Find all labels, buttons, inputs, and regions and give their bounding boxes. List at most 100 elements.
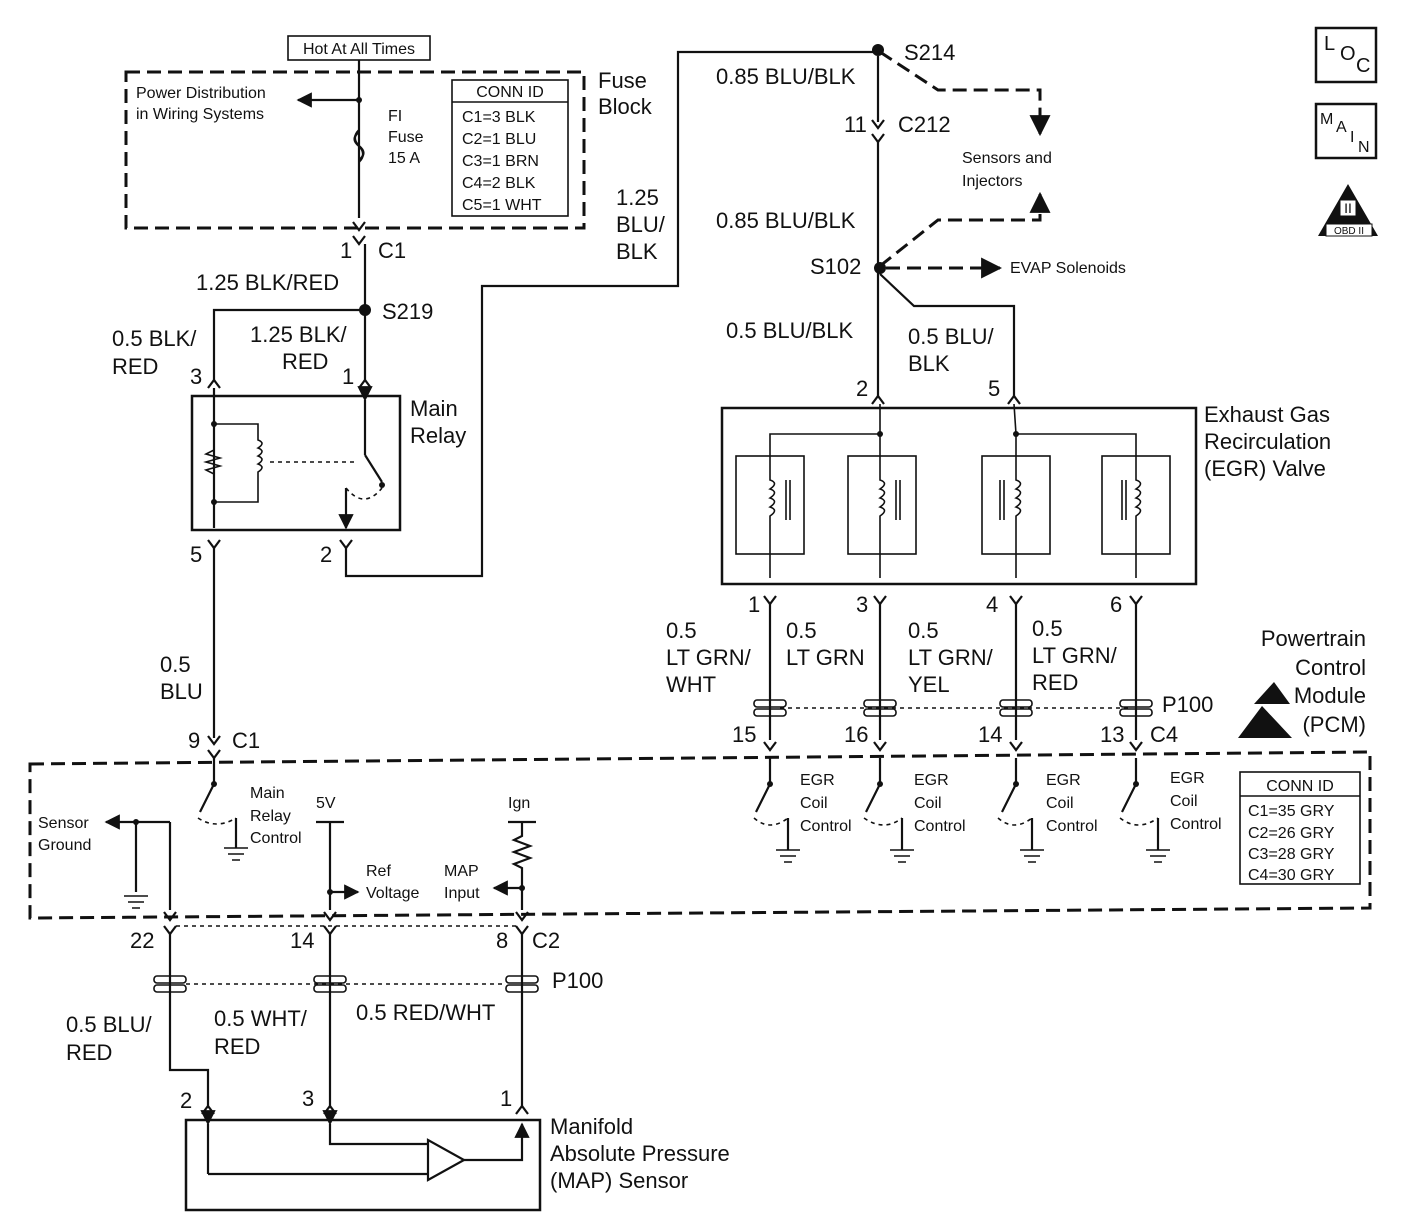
fuse-conn-row: C3=1 BRN xyxy=(462,153,539,170)
egr-wire-label: YEL xyxy=(908,672,950,697)
egr-node xyxy=(877,431,883,437)
relay-switch-pivot xyxy=(379,482,385,488)
hot-label: Hot At All Times xyxy=(303,41,415,58)
wire-right-2: RED xyxy=(282,349,328,374)
pcm-conn-table xyxy=(1239,771,1361,885)
pcm-conn-row: C2=26 GRY xyxy=(1248,825,1335,842)
map-title-1: Manifold xyxy=(550,1114,633,1139)
map-p100-label: P100 xyxy=(552,968,603,993)
pcm-pin-14: 14 xyxy=(290,928,314,953)
fuse-symbol xyxy=(353,131,365,161)
pcm-pin-22: 22 xyxy=(130,928,154,953)
egr-ctrl-2: Coil xyxy=(1046,795,1074,812)
egr-wire-label: 0.5 xyxy=(1032,616,1063,641)
sensors-dash-top xyxy=(879,50,1051,137)
svg-text:II: II xyxy=(1344,200,1352,216)
blu-blk-feed-wire xyxy=(344,50,878,578)
c212-pin: 11 xyxy=(844,112,867,137)
egr-wire-label: LT GRN/ xyxy=(1032,643,1118,668)
egr-title-1: Exhaust Gas xyxy=(1204,402,1330,427)
egr-ctrl-3: Control xyxy=(800,818,852,835)
evap-label: EVAP Solenoids xyxy=(1010,260,1126,277)
svg-text:A: A xyxy=(1336,119,1347,136)
wire-egr-r2: BLK xyxy=(908,351,950,376)
main-relay-control-switch xyxy=(197,758,248,861)
map-wire-b1: 0.5 WHT/ xyxy=(214,1006,308,1031)
pcm-conn-title: CONN ID xyxy=(1266,778,1334,795)
main-index-icon[interactable]: M A I N xyxy=(1314,102,1378,160)
sensors-label-2: Injectors xyxy=(962,173,1022,190)
fuse-conn-row: C4=2 BLK xyxy=(462,175,536,192)
pcm-pin-9-connector xyxy=(207,735,221,746)
egr-coil-control-switches xyxy=(753,758,1170,863)
pcm-pin-9: 9 xyxy=(188,728,200,753)
relay-switch-arc xyxy=(345,487,383,500)
relay-pin-1: 1 xyxy=(342,364,354,389)
relay-pin-2-terminal xyxy=(339,539,353,550)
egr-ctrl-1: EGR xyxy=(914,772,949,789)
egr-node xyxy=(1013,431,1019,437)
egr-valve-box xyxy=(720,406,1198,586)
connector-c1-fuse xyxy=(352,221,366,232)
map-input-1: MAP xyxy=(444,863,479,880)
five-v-label: 5V xyxy=(316,795,336,812)
egr-wire-label: RED xyxy=(1032,670,1078,695)
map-pullup-resistor xyxy=(510,822,534,910)
blu-wire-2: BLU xyxy=(160,679,203,704)
esd-warning-icon xyxy=(1238,682,1292,738)
egr-coil-1 xyxy=(735,455,805,578)
pin-3-terminal xyxy=(207,378,221,389)
pcm-conn-row: C1=35 GRY xyxy=(1248,803,1335,820)
egr-feed-a xyxy=(769,404,881,460)
svg-text:O: O xyxy=(1340,43,1356,65)
wire-top: 0.85 BLU/BLK xyxy=(716,64,856,89)
power-dist-1: Power Distribution xyxy=(136,85,266,102)
fuse-block-outline xyxy=(124,70,586,230)
relay-pin-5: 5 xyxy=(190,542,202,567)
egr-wire-label: 0.5 xyxy=(666,618,697,643)
location-icon[interactable]: L O C xyxy=(1314,26,1378,84)
fuse-conn-table xyxy=(451,79,569,217)
pcm-conn-row: C3=28 GRY xyxy=(1248,846,1335,863)
egr-wire-label: LT GRN/ xyxy=(908,645,994,670)
fuse-label-3: 15 A xyxy=(388,150,420,167)
center-wire-3: BLK xyxy=(616,239,658,264)
main-relay-box xyxy=(190,394,402,532)
relay-coil-feed xyxy=(212,308,365,380)
egr-pin-5: 5 xyxy=(988,376,1000,401)
c212-label: C212 xyxy=(898,112,951,137)
sensor-ground-2: Ground xyxy=(38,837,91,854)
pcm-title-2: Control xyxy=(1295,655,1366,680)
sensor-ground-1: Sensor xyxy=(38,815,89,832)
pcm-title-4: (PCM) xyxy=(1302,712,1366,737)
pcm-pin-9-connector-b xyxy=(207,749,221,760)
fuse-conn-row: C1=3 BLK xyxy=(462,109,536,126)
pcm-c2-label: C2 xyxy=(532,928,560,953)
relay-pin-5-terminal xyxy=(207,539,221,550)
s214-label: S214 xyxy=(904,40,955,65)
svg-text:N: N xyxy=(1358,139,1370,156)
egr-ctrl-1: EGR xyxy=(1170,770,1205,787)
relay-resistor xyxy=(203,449,223,475)
main-relay-ctrl-1: Main xyxy=(250,785,285,802)
egr-wire-label: 0.5 xyxy=(908,618,939,643)
fuse-block-title-1: Fuse xyxy=(598,68,647,93)
connector-c1-fuse-b xyxy=(352,235,366,246)
c212-terminal xyxy=(871,119,885,130)
egr-ctrl-2: Coil xyxy=(914,795,942,812)
egr-out-pin: 1 xyxy=(748,592,760,617)
svg-text:I: I xyxy=(1350,129,1354,146)
egr-title-3: (EGR) Valve xyxy=(1204,456,1326,481)
center-wire-1: 1.25 xyxy=(616,185,659,210)
splice-s102 xyxy=(874,262,886,274)
obd-ii-icon[interactable]: II OBD II xyxy=(1318,184,1378,237)
egr-ctrl-2: Coil xyxy=(800,795,828,812)
map-amplifier xyxy=(200,1110,530,1182)
egr-feed-b xyxy=(1013,403,1137,460)
svg-text:C: C xyxy=(1356,55,1370,77)
sensors-label-1: Sensors and xyxy=(962,150,1052,167)
pcm-title-3: Module xyxy=(1294,683,1366,708)
wire-egr-l: 0.5 BLU/BLK xyxy=(726,318,854,343)
egr-title-2: Recirculation xyxy=(1204,429,1331,454)
